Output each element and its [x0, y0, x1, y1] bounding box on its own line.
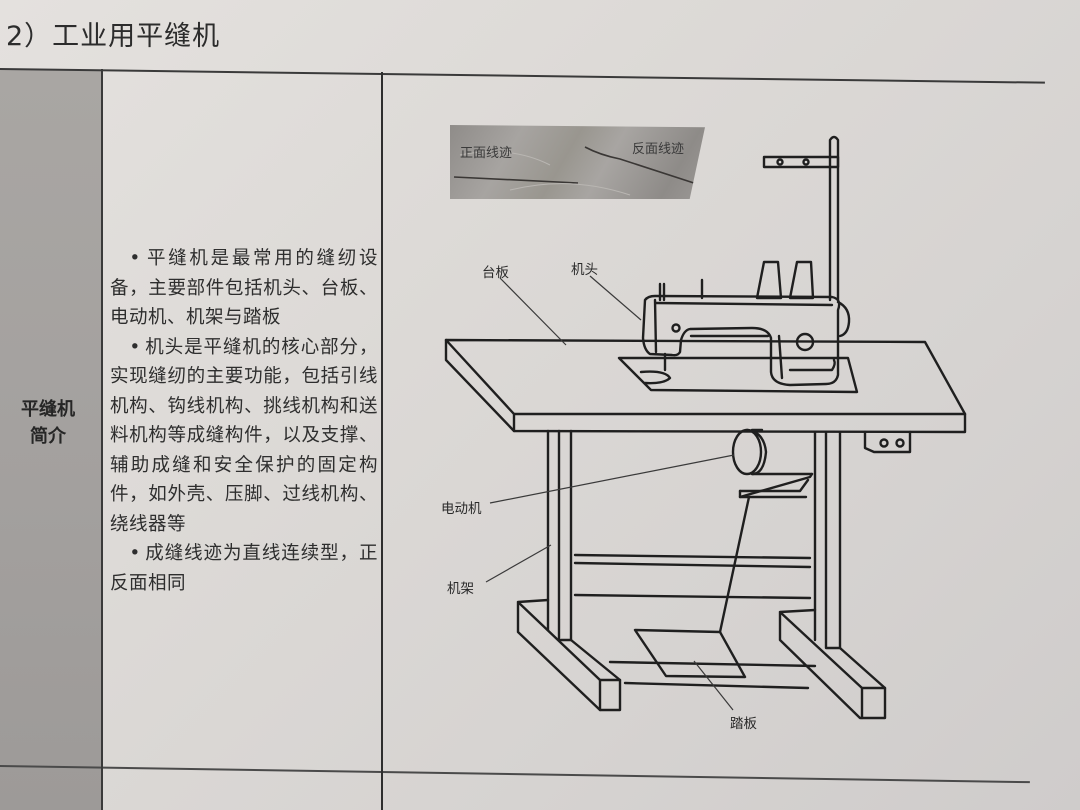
page-title: 2）工业用平缝机 — [6, 21, 221, 52]
description-text-2: 机头是平缝机的核心部分，实现缝纫的主要功能，包括引线机构、钩线机构、挑线机构和送… — [110, 336, 378, 535]
stitch-lines-graphic — [453, 146, 701, 196]
bullet-icon: • — [129, 336, 141, 358]
description-paragraph-3: •成缝线迹为直线连续型，正反面相同 — [110, 539, 378, 598]
callout-motor: 电动机 — [441, 501, 482, 517]
callout-pedal: 踏板 — [730, 716, 757, 732]
callout-frame: 机架 — [447, 581, 474, 597]
row-label-line-2: 简介 — [30, 426, 66, 447]
stitch-photo: 正面线迹 反面线迹 — [450, 125, 705, 199]
callout-table-board: 台板 — [482, 265, 509, 281]
description-text-3: 成缝线迹为直线连续型，正反面相同 — [110, 543, 378, 594]
table-column-divider-2 — [381, 72, 383, 810]
row-label: 平缝机 简介 — [0, 396, 96, 450]
table-column-divider-1 — [101, 69, 103, 810]
description-text-1: 平缝机是最常用的缝纫设备，主要部件包括机头、台板、电动机、机架与踏板 — [110, 248, 378, 328]
back-stitch-label: 反面线迹 — [632, 142, 685, 157]
row-description: •平缝机是最常用的缝纫设备，主要部件包括机头、台板、电动机、机架与踏板 •机头是… — [110, 244, 378, 598]
callout-machine-head: 机头 — [571, 262, 598, 278]
table-label-column — [0, 70, 101, 810]
description-paragraph-1: •平缝机是最常用的缝纫设备，主要部件包括机头、台板、电动机、机架与踏板 — [110, 244, 378, 333]
bullet-icon: • — [129, 248, 141, 269]
description-paragraph-2: •机头是平缝机的核心部分，实现缝纫的主要功能，包括引线机构、钩线机构、挑线机构和… — [110, 333, 378, 540]
front-stitch-label: 正面线迹 — [460, 146, 513, 161]
bullet-icon: • — [129, 543, 141, 564]
row-label-line-1: 平缝机 — [21, 399, 75, 420]
